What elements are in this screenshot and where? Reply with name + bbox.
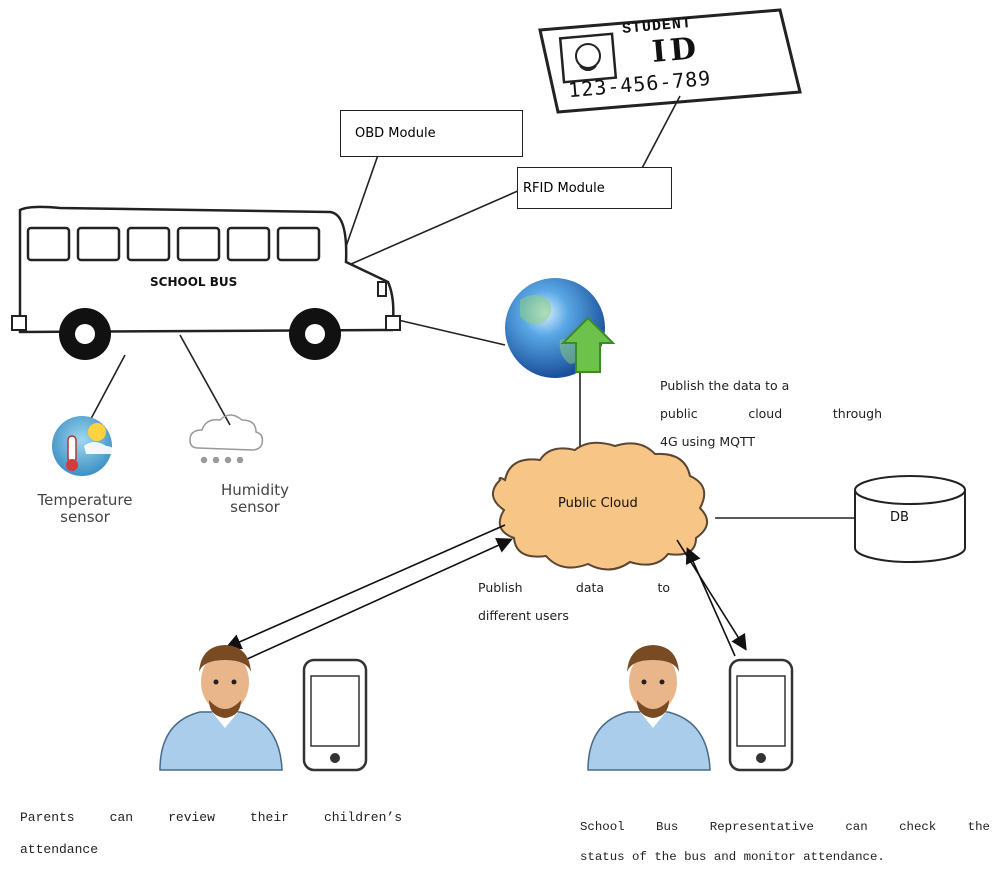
rfid-module-box: RFID Module: [517, 167, 672, 209]
parent-phone-icon: [302, 658, 368, 772]
student-id-card: [538, 8, 802, 114]
obd-module-box: OBD Module: [340, 110, 523, 157]
arrows-parent: [225, 524, 513, 661]
parents-caption: Parents can review their children’s atte…: [20, 810, 402, 857]
humidity-sensor-icon: [189, 414, 264, 464]
temperature-sensor-icon: [52, 416, 116, 476]
globe-upload-icon: [505, 278, 616, 378]
publish-users-note: Publish data to different users: [478, 580, 670, 623]
representative-caption: School Bus Representative can check the …: [580, 820, 990, 864]
student-id-label: ID: [650, 30, 702, 71]
database-label: DB: [890, 510, 909, 525]
publish-cloud-note: Publish the data to a public cloud throu…: [660, 378, 882, 449]
representative-person-icon: [587, 645, 711, 771]
public-cloud-label: Public Cloud: [558, 496, 638, 511]
arrows-representative: [676, 539, 747, 657]
database-icon: [854, 475, 966, 563]
school-bus: [11, 205, 401, 360]
bus-label: SCHOOL BUS: [150, 275, 238, 289]
representative-phone-icon: [728, 658, 794, 772]
parent-person-icon: [159, 645, 283, 771]
connector-lines: [84, 95, 855, 519]
